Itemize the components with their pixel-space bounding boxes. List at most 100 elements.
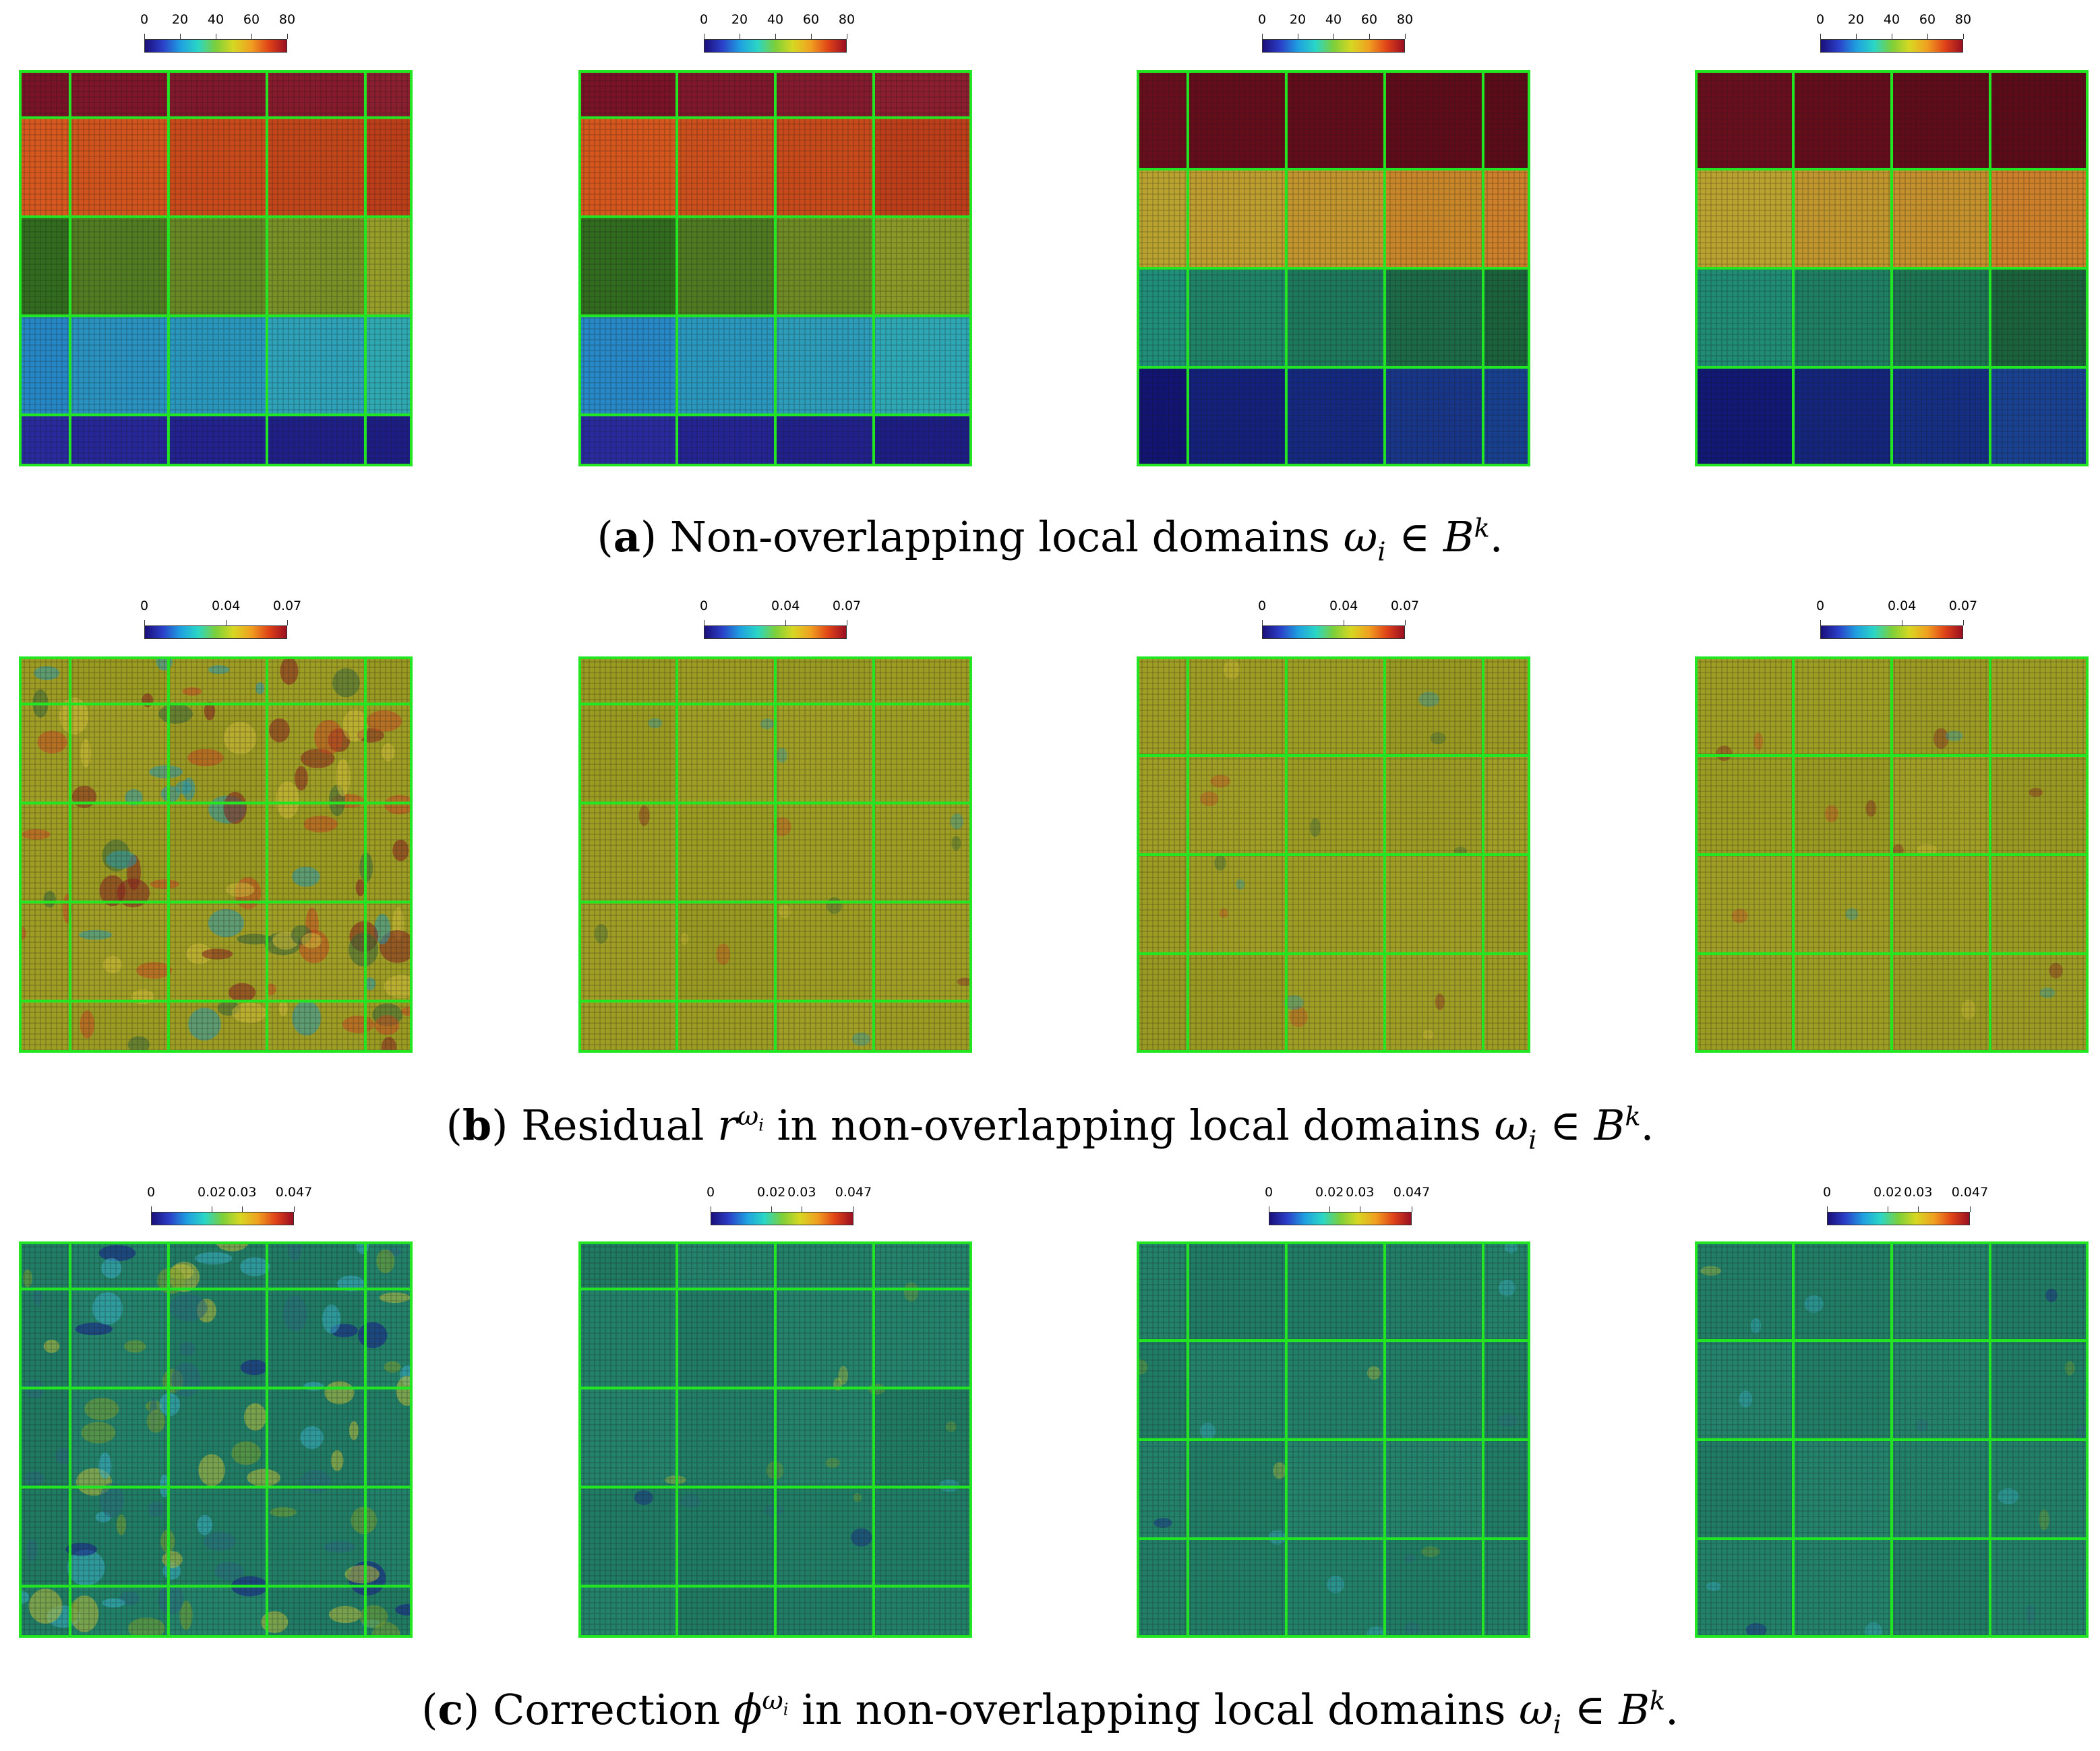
- subdomain-cell: [1286, 169, 1385, 268]
- subdomain-cell: [365, 216, 413, 316]
- field-blotch: [1223, 659, 1240, 680]
- subdomain-cell: [1695, 756, 1793, 855]
- field-blotch: [270, 1507, 297, 1517]
- field-blotch: [332, 668, 360, 698]
- field-blotch: [648, 718, 663, 729]
- subdomain-cell: [1137, 367, 1188, 466]
- colorbar-tick-label: 80: [278, 12, 296, 27]
- subdomain-cell: [677, 704, 775, 803]
- subdomain-cell: [1187, 1341, 1286, 1440]
- field-blotch: [117, 878, 150, 908]
- field-blotch: [374, 913, 391, 945]
- colorbar-tick-label: 40: [207, 12, 224, 27]
- colorbar-tick-label: 0.04: [211, 598, 241, 613]
- field-blotch: [364, 977, 376, 991]
- field-blotch: [43, 1339, 60, 1353]
- field-blotch: [1915, 1419, 1929, 1432]
- subdomain-cell: [19, 216, 70, 316]
- field-blotch: [328, 1605, 362, 1624]
- field-blotch: [1199, 1423, 1216, 1440]
- field-blotch: [349, 1421, 359, 1440]
- caption-a: (a) Non-overlapping local domains ωi ∈ B…: [597, 512, 1503, 567]
- subdomain-cell: [19, 315, 70, 415]
- field-panel-solution: [19, 70, 413, 466]
- subdomain-cell: [677, 803, 775, 902]
- field-blotch: [336, 1275, 365, 1291]
- field-blotch: [1404, 1622, 1420, 1634]
- subdomain-cell: [578, 70, 677, 118]
- subdomain-cell: [1137, 954, 1188, 1053]
- colorbar-tick-mark: [1963, 34, 1964, 39]
- subdomain-cell: [1384, 169, 1483, 268]
- subdomain-cell: [1286, 367, 1385, 466]
- field-blotch: [22, 829, 51, 840]
- subdomain-cell: [1137, 1440, 1188, 1539]
- subdomain-cell: [1286, 1539, 1385, 1638]
- field-blotch: [300, 1426, 324, 1449]
- field-blotch: [204, 702, 216, 720]
- field-panel-residual: [578, 656, 972, 1053]
- field-blotch: [158, 704, 193, 724]
- subdomain-cell: [1695, 954, 1793, 1053]
- subdomain-cell: [677, 1586, 775, 1638]
- subdomain-cell: [578, 216, 677, 316]
- subdomain-cell: [677, 216, 775, 316]
- colorbar-tick-mark: [151, 1206, 152, 1212]
- colorbar-tick-label: 0: [140, 12, 149, 27]
- subdomain-cell: [168, 70, 267, 118]
- colorbar-tick-label: 0: [1822, 1185, 1832, 1200]
- field-blotch: [351, 1506, 377, 1535]
- field-blotch: [1804, 1295, 1824, 1313]
- subdomain-cell: [1793, 954, 1892, 1053]
- subdomain-borders: [578, 656, 972, 1053]
- subdomain-cell: [775, 1289, 874, 1388]
- field-blotch: [773, 817, 791, 836]
- subdomain-cell: [1892, 855, 1990, 954]
- subdomain-cell: [1482, 367, 1530, 466]
- subdomain-cell: [1384, 1539, 1483, 1638]
- subdomain-cell: [677, 1487, 775, 1587]
- caption-c-label: c: [438, 1685, 464, 1734]
- field-blotch: [594, 923, 608, 944]
- field-blotch: [80, 739, 91, 768]
- field-blotch: [2029, 787, 2043, 797]
- field-blotch: [303, 816, 338, 833]
- field-blotch: [80, 1010, 95, 1039]
- subdomain-cell: [578, 1001, 677, 1053]
- subdomain-cell: [1695, 367, 1793, 466]
- subdomain-cell: [677, 1388, 775, 1487]
- colorbar-gradient: [1269, 1212, 1412, 1225]
- field-blotch: [1824, 805, 1838, 823]
- colorbar-tick-mark: [1820, 620, 1821, 625]
- subdomain-cell: [1793, 1341, 1892, 1440]
- field-blotch: [116, 1514, 127, 1535]
- subdomain-cell: [1286, 954, 1385, 1053]
- colorbar-gradient: [1262, 39, 1405, 53]
- subdomain-cell: [1990, 70, 2089, 169]
- subdomain-cell: [775, 1001, 874, 1053]
- colorbar-tick-label: 0.03: [1346, 1185, 1375, 1200]
- colorbar-tick-label: 0.03: [787, 1185, 816, 1200]
- subdomain-cell: [1187, 855, 1286, 954]
- subdomain-cell: [578, 414, 677, 466]
- subdomain-cell: [168, 315, 267, 415]
- subdomain-cell: [1793, 70, 1892, 169]
- field-blotch: [182, 687, 202, 696]
- subdomain-cell: [874, 315, 972, 415]
- field-blotch: [102, 956, 123, 973]
- subdomain-cell: [1187, 169, 1286, 268]
- subdomain-cell: [1892, 1539, 1990, 1638]
- field-blotch: [149, 765, 183, 778]
- colorbar-tick-mark: [1262, 620, 1263, 625]
- subdomain-cell: [578, 803, 677, 902]
- subdomain-cell: [1990, 1539, 2089, 1638]
- subdomain-cell: [1793, 1440, 1892, 1539]
- field-blotch: [1745, 1623, 1767, 1638]
- field-blotch: [359, 1605, 388, 1628]
- field-blotch: [223, 721, 257, 755]
- field-blotch: [208, 665, 230, 675]
- colorbar-tick-label: 0.07: [832, 598, 862, 613]
